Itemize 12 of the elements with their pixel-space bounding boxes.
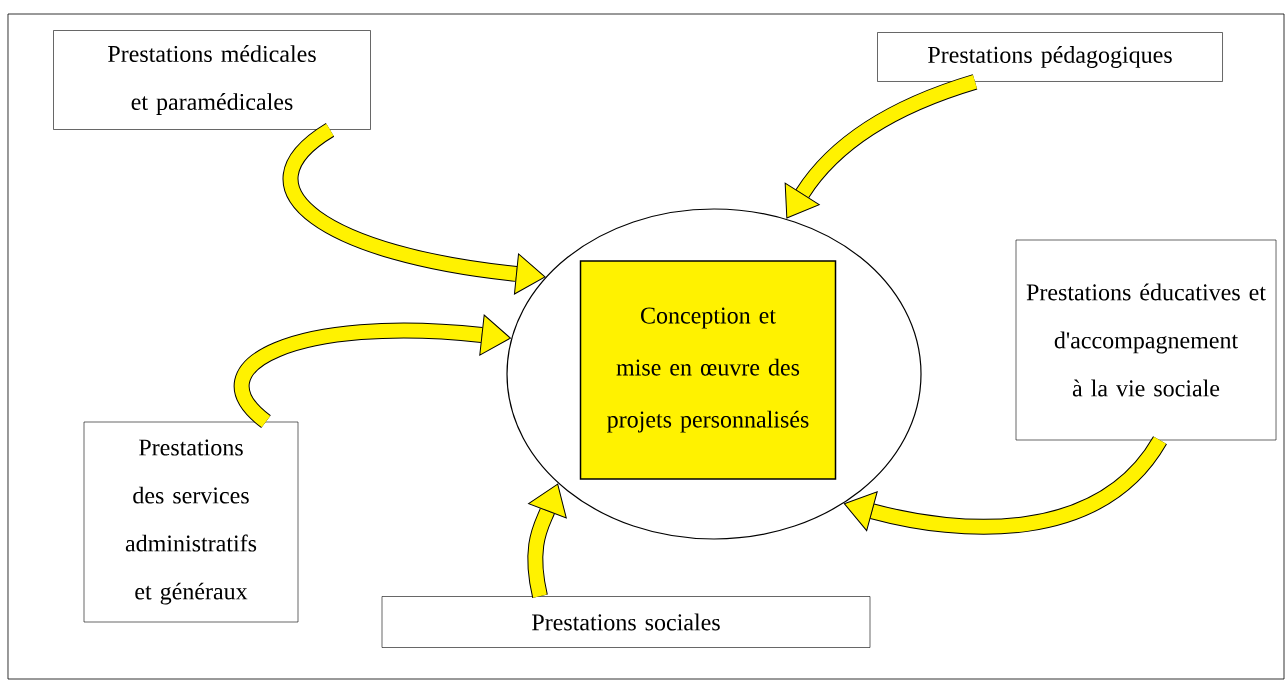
text-box: Prestations pédagogiques bbox=[877, 32, 1223, 82]
ellipse bbox=[506, 208, 922, 540]
curved-arrow bbox=[234, 314, 511, 428]
curved-arrow bbox=[843, 435, 1167, 535]
curved-arrow bbox=[784, 74, 978, 219]
text-box: Prestations sociales bbox=[381, 596, 871, 648]
curved-arrow bbox=[527, 483, 567, 598]
text-box: Prestations médicales et paramédicales bbox=[53, 30, 371, 130]
text-box: Prestations éducatives et d'accompagnement à la vie sociale bbox=[1015, 239, 1277, 441]
process-box: Conception et mise en œuvre des projets personnalisés bbox=[579, 260, 837, 480]
text-box: Prestations des services administratifs et généraux bbox=[83, 421, 299, 623]
curved-arrow bbox=[282, 123, 546, 295]
